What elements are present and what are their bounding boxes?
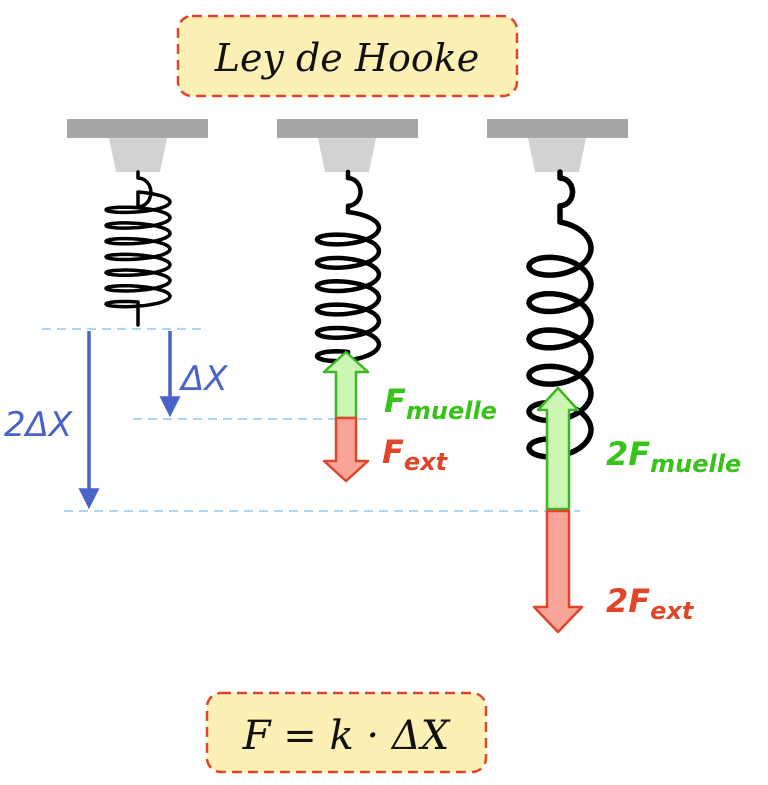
double-spring-force-label: 2Fmuelle — [606, 435, 741, 478]
spring-force-arrow — [322, 350, 370, 420]
double-external-force-prefix: 2 — [606, 582, 628, 620]
support-1 — [67, 119, 208, 172]
spring-force-subscript: muelle — [406, 397, 497, 425]
double-spring-force-symbol: F — [628, 435, 650, 473]
ceiling-bar — [487, 119, 628, 138]
double-delta-x-label: 2ΔX — [4, 405, 73, 445]
double-external-force-subscript: ext — [650, 597, 695, 625]
formula-box: F = k · ΔX — [205, 691, 488, 774]
spring-stretched-dx — [314, 169, 382, 375]
support-3 — [487, 119, 628, 172]
hooke-formula: F = k · ΔX — [242, 713, 451, 759]
spring-mount — [109, 138, 167, 172]
ceiling-bar — [67, 119, 208, 138]
spring-mount — [528, 138, 586, 172]
title-box: Ley de Hooke — [176, 14, 519, 98]
external-force-subscript: ext — [404, 448, 449, 476]
external-force-symbol: F — [382, 433, 404, 471]
spring-force-label: Fmuelle — [384, 382, 497, 425]
double-external-force-label: 2Fext — [606, 582, 695, 625]
double-spring-force-subscript: muelle — [650, 450, 741, 478]
spring-force-symbol: F — [384, 382, 406, 420]
spring-relaxed — [104, 170, 172, 327]
page-title: Ley de Hooke — [214, 36, 480, 80]
double-external-force-symbol: F — [628, 582, 650, 620]
double-spring-force-arrow — [536, 386, 580, 511]
double-external-force-arrow — [532, 509, 584, 634]
external-force-label: Fext — [382, 433, 449, 476]
support-2 — [277, 119, 418, 172]
external-force-arrow — [322, 416, 370, 483]
double-spring-force-prefix: 2 — [606, 435, 628, 473]
ceiling-bar — [277, 119, 418, 138]
delta-x-label: ΔX — [178, 359, 228, 399]
spring-mount — [318, 138, 376, 172]
